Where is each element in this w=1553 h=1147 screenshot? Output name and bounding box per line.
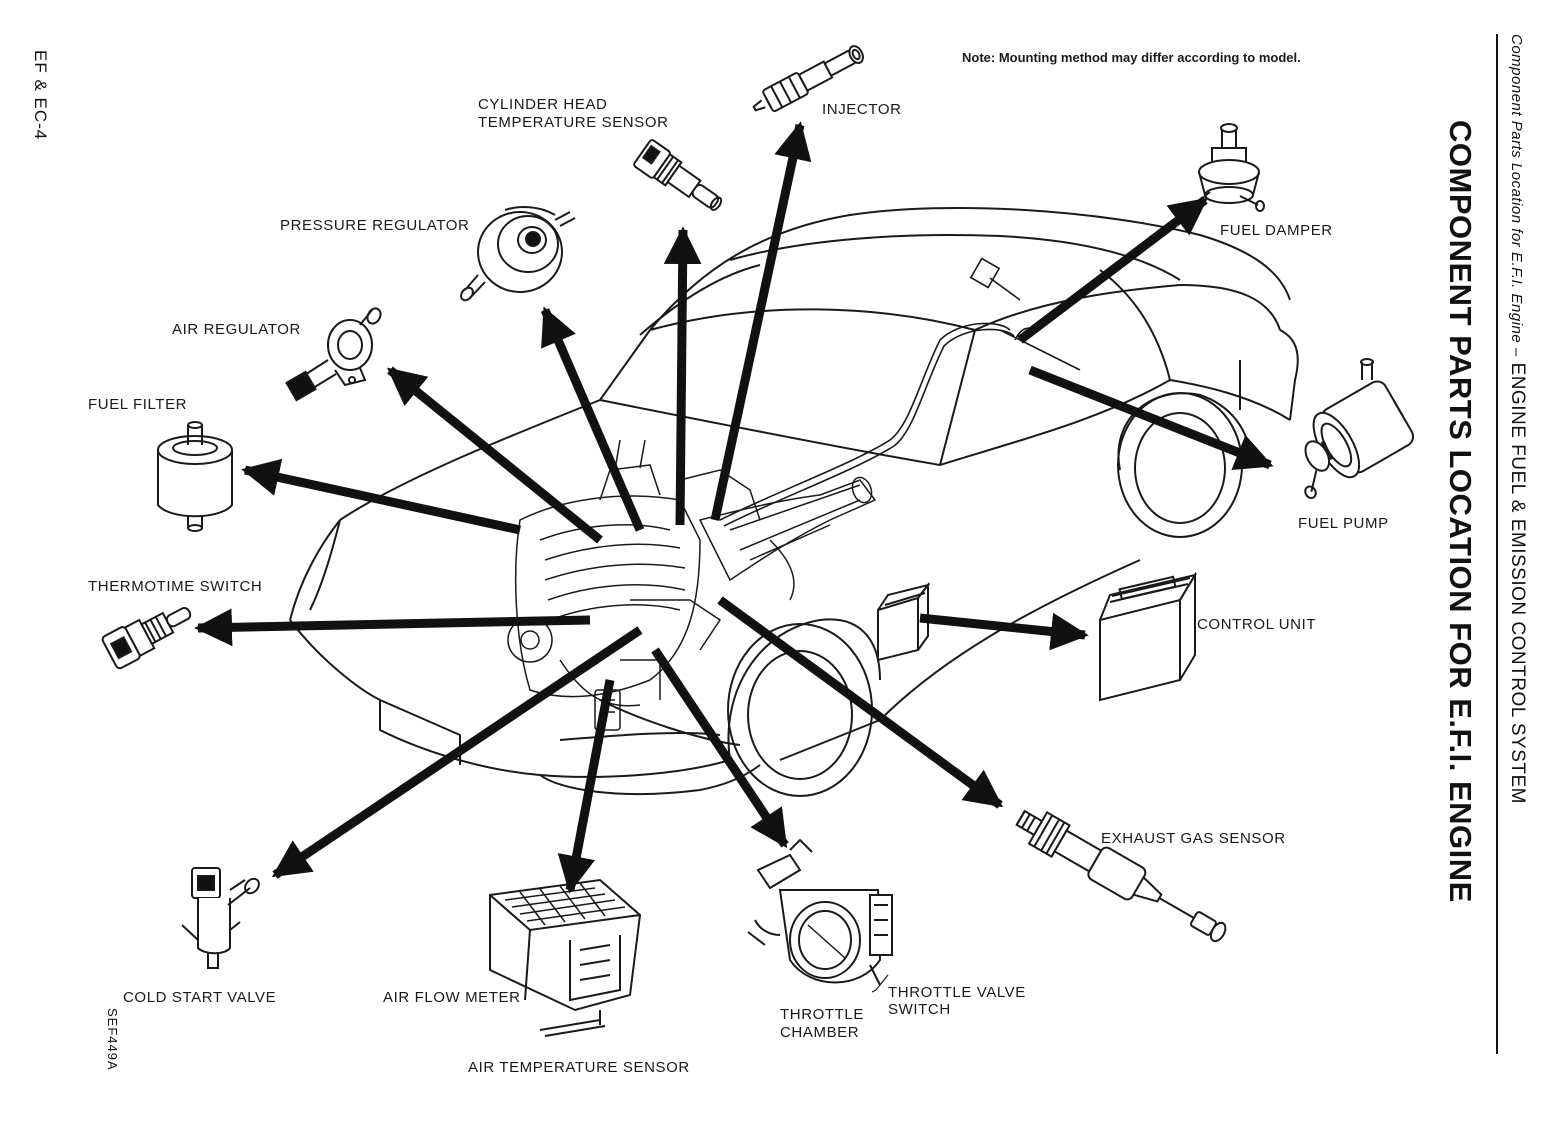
thermotime-switch-part bbox=[101, 606, 192, 670]
label-throttle-valve-switch-1: THROTTLE VALVE bbox=[888, 984, 1026, 1001]
label-air-temperature-sensor: AIR TEMPERATURE SENSOR bbox=[468, 1059, 690, 1076]
section-italic: Component Parts Location for E.F.I. Engi… bbox=[1508, 34, 1525, 357]
air-regulator-part bbox=[285, 307, 382, 402]
label-fuel-filter: FUEL FILTER bbox=[88, 396, 188, 413]
label-injector: INJECTOR bbox=[822, 101, 902, 118]
pressure-regulator-part bbox=[460, 206, 576, 302]
label-control-unit: CONTROL UNIT bbox=[1197, 616, 1317, 633]
label-air-regulator: AIR REGULATOR bbox=[172, 321, 301, 338]
exhaust-gas-sensor-part bbox=[1015, 809, 1227, 943]
cylinder-head-temperature-sensor-part bbox=[633, 139, 723, 211]
air-flow-meter-part bbox=[489, 878, 642, 1037]
side-rule bbox=[1496, 34, 1498, 1054]
label-pressure-regulator: PRESSURE REGULATOR bbox=[280, 217, 470, 234]
pointer-arrows bbox=[194, 121, 1274, 894]
mounting-note: Note: Mounting method may differ accordi… bbox=[962, 50, 1301, 65]
section-header: Component Parts Location for E.F.I. Engi… bbox=[1506, 34, 1528, 804]
label-throttle-valve-switch-2: SWITCH bbox=[888, 1001, 951, 1018]
cold-start-valve-part bbox=[181, 867, 260, 969]
label-cold-start-valve: COLD START VALVE bbox=[123, 989, 277, 1006]
section-main: ENGINE FUEL & EMISSION CONTROL SYSTEM bbox=[1507, 362, 1528, 805]
page-title: COMPONENT PARTS LOCATION FOR E.F.I. ENGI… bbox=[1443, 120, 1478, 903]
fuel-damper-part bbox=[1198, 123, 1265, 212]
label-fuel-damper: FUEL DAMPER bbox=[1220, 222, 1333, 239]
label-throttle-chamber-2: CHAMBER bbox=[780, 1024, 860, 1041]
leader-lines bbox=[871, 974, 889, 993]
page-reference: EF & EC-4 bbox=[31, 50, 50, 141]
figure-code: SEF449A bbox=[105, 1008, 120, 1071]
label-fuel-pump: FUEL PUMP bbox=[1298, 515, 1389, 532]
control-unit-part bbox=[877, 571, 1198, 702]
label-exhaust-gas-sensor: EXHAUST GAS SENSOR bbox=[1101, 830, 1286, 847]
label-cylinder-head-2: TEMPERATURE SENSOR bbox=[478, 114, 669, 131]
label-cylinder-head-1: CYLINDER HEAD bbox=[478, 96, 608, 113]
label-air-flow-meter: AIR FLOW METER bbox=[383, 989, 521, 1006]
label-throttle-chamber-1: THROTTLE bbox=[780, 1006, 864, 1023]
fuel-pump-part bbox=[1304, 358, 1415, 500]
throttle-chamber-part bbox=[747, 838, 893, 986]
car-body-drawing bbox=[289, 206, 1299, 797]
injector-part bbox=[752, 45, 864, 113]
fuel-lines-drawing bbox=[719, 257, 1081, 527]
label-thermotime-switch: THERMOTIME SWITCH bbox=[88, 578, 263, 595]
fuel-filter-part bbox=[157, 421, 233, 532]
